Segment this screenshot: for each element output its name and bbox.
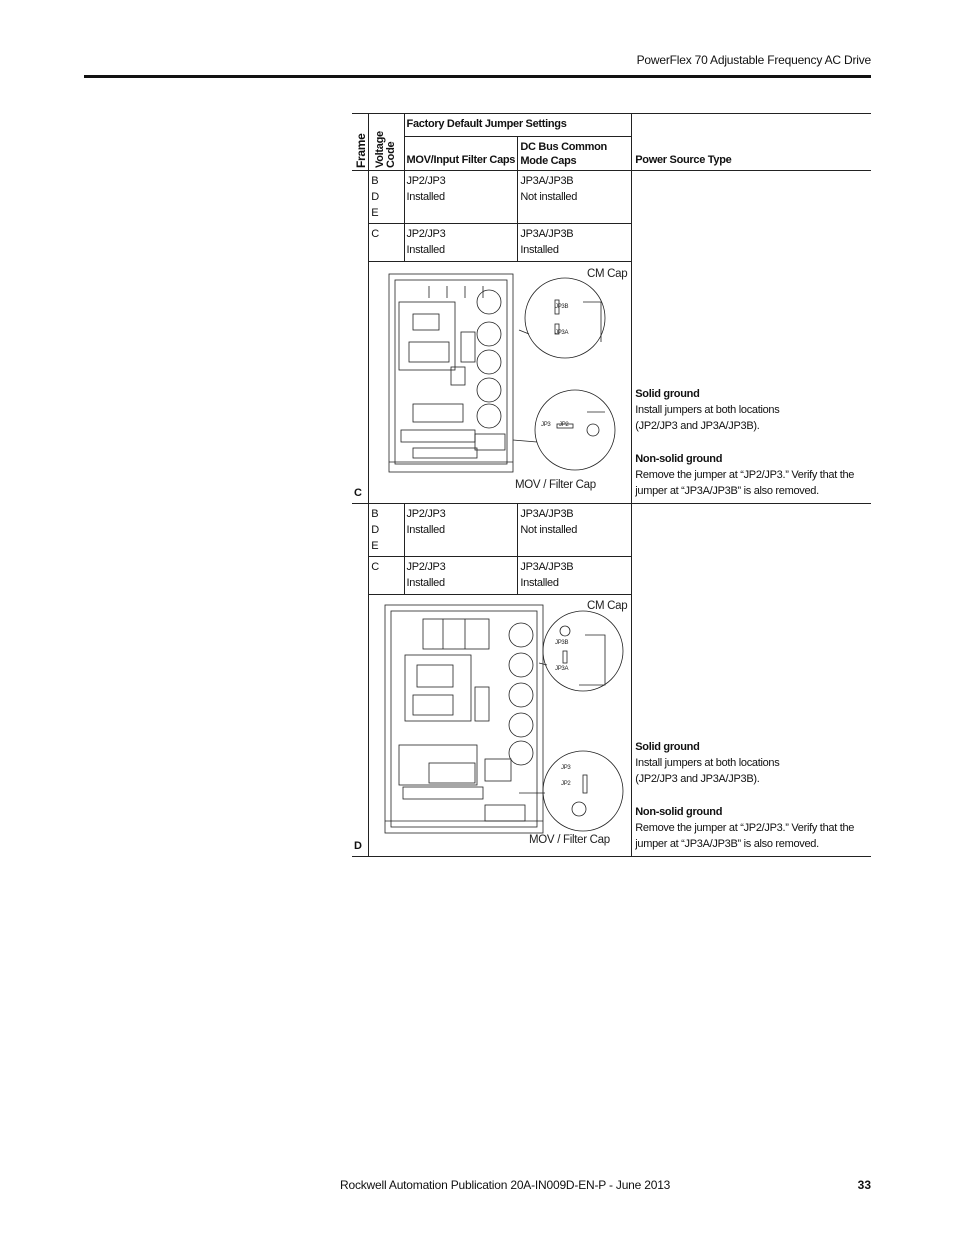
- frame-c-diagram-cell: CM Cap MOV / Filter Cap JP3B JP3A JP3 JP…: [368, 261, 633, 504]
- jp2-label: JP2: [559, 422, 569, 428]
- mov-setting: JP2/JP3 Installed: [403, 503, 519, 557]
- jp3a-label: JP3A: [555, 330, 568, 336]
- frame-d-drive-diagram: CM Cap MOV / Filter Cap JP3B JP3A JP3 JP…: [384, 600, 628, 846]
- dc-bus-header: DC Bus Common Mode Caps: [517, 136, 633, 171]
- frame-d-cell: D: [352, 503, 370, 857]
- jp3-label: JP3: [561, 765, 571, 771]
- solid-ground-text: Install jumpers at both locations (JP2/J…: [635, 404, 780, 432]
- solid-ground-text: Install jumpers at both locations (JP2/J…: [635, 757, 780, 785]
- power-source-header: Power Source Type: [631, 113, 871, 171]
- voltage-codes: C: [368, 223, 405, 262]
- non-solid-ground-text: Remove the jumper at “JP2/JP3.” Verify t…: [635, 469, 855, 497]
- power-source-cell-c: Solid ground Install jumpers at both loc…: [631, 170, 871, 504]
- dc-bus-setting: JP3A/JP3B Not installed: [517, 170, 633, 224]
- jp3a-label: JP3A: [555, 666, 568, 672]
- mov-header: MOV/Input Filter Caps: [403, 136, 519, 171]
- frame-d-label: D: [354, 840, 362, 852]
- frame-c-label: C: [354, 487, 362, 499]
- voltage-code-header-cell: Voltage Code: [368, 113, 405, 171]
- solid-ground-title: Solid ground: [635, 388, 700, 400]
- mov-setting: JP2/JP3 Installed: [403, 223, 519, 262]
- header-title: PowerFlex 70 Adjustable Frequency AC Dri…: [636, 53, 872, 67]
- page-number: 33: [857, 1178, 871, 1192]
- non-solid-ground-title: Non-solid ground: [635, 806, 723, 818]
- jp3b-label: JP3B: [555, 640, 568, 646]
- mov-setting: JP2/JP3 Installed: [403, 556, 519, 595]
- non-solid-ground-title: Non-solid ground: [635, 453, 723, 465]
- mov-filter-cap-label: MOV / Filter Cap: [515, 479, 596, 491]
- jumper-settings-table: Frame Voltage Code Factory Default Jumpe…: [352, 113, 871, 857]
- jp2-label: JP2: [561, 781, 571, 787]
- cm-cap-label: CM Cap: [587, 600, 627, 612]
- voltage-codes: B D E: [368, 170, 405, 224]
- voltage-codes: C: [368, 556, 405, 595]
- jp3b-label: JP3B: [555, 304, 568, 310]
- voltage-codes: B D E: [368, 503, 405, 557]
- frame-header: Frame: [354, 133, 368, 168]
- frame-header-cell: Frame: [352, 113, 370, 171]
- mov-filter-cap-label: MOV / Filter Cap: [529, 834, 610, 846]
- non-solid-ground-text: Remove the jumper at “JP2/JP3.” Verify t…: [635, 822, 855, 850]
- jp3-label: JP3: [541, 422, 551, 428]
- power-source-cell-d: Solid ground Install jumpers at both loc…: [631, 503, 871, 857]
- solid-ground-title: Solid ground: [635, 741, 700, 753]
- frame-c-drive-diagram: CM Cap MOV / Filter Cap JP3B JP3A JP3 JP…: [388, 268, 628, 491]
- frame-d-diagram-cell: CM Cap MOV / Filter Cap JP3B JP3A JP3 JP…: [368, 594, 633, 857]
- frame-c-cell: C: [352, 170, 370, 504]
- dc-bus-setting: JP3A/JP3B Installed: [517, 223, 633, 262]
- dc-bus-setting: JP3A/JP3B Installed: [517, 556, 633, 595]
- dc-bus-setting: JP3A/JP3B Not installed: [517, 503, 633, 557]
- voltage-code-header: Voltage Code: [374, 131, 398, 168]
- factory-default-header: Factory Default Jumper Settings: [403, 113, 633, 137]
- header-rule: [84, 75, 871, 78]
- mov-setting: JP2/JP3 Installed: [403, 170, 519, 224]
- cm-cap-label: CM Cap: [587, 268, 627, 280]
- footer-publication: Rockwell Automation Publication 20A-IN00…: [340, 1178, 671, 1192]
